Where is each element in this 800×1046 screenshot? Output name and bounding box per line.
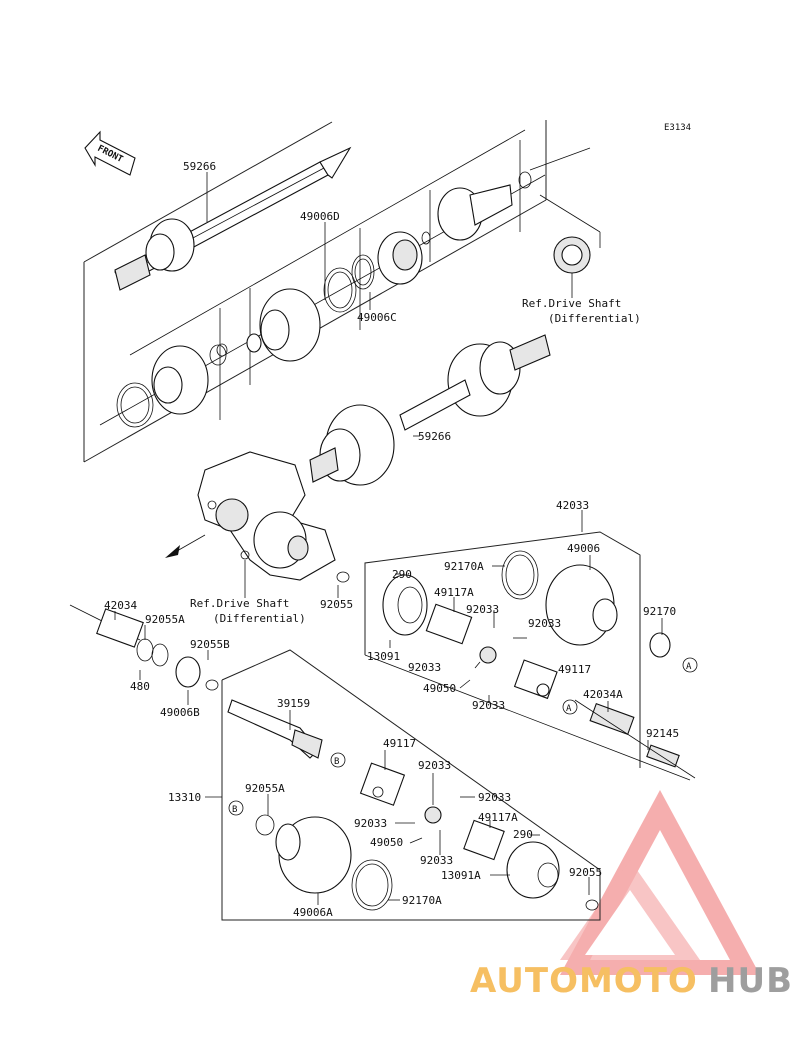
part-label: 92033 — [478, 791, 511, 804]
part-label: 92055 — [569, 866, 602, 879]
drive-shaft-59266-upper — [114, 146, 352, 291]
lower-assembly-frame — [221, 649, 601, 921]
ref-label-upper-line2: (Differential) — [548, 312, 641, 325]
ref-label-lower: Ref.Drive Shaft (Differential) — [190, 560, 306, 625]
part-label: 49117A — [478, 811, 518, 824]
ref-label-lower-line1: Ref.Drive Shaft — [190, 597, 289, 610]
cv-housing-13091 — [205, 550, 671, 700]
part-label: 49050 — [423, 682, 456, 695]
cv-joint-cluster-upper — [377, 171, 532, 285]
part-label: 49006D — [300, 210, 340, 223]
boot-49006d — [246, 254, 375, 362]
part-label: 92145 — [646, 727, 679, 740]
part-label: 92033 — [420, 854, 453, 867]
right-inner-assembly-frame — [364, 531, 691, 781]
part-label: 92033 — [418, 759, 451, 772]
part-label: 13091A — [441, 869, 481, 882]
part-label: 49006B — [160, 706, 200, 719]
part-label: 92055 — [320, 598, 353, 611]
part-label: 92033 — [528, 617, 561, 630]
leader-lines — [114, 172, 663, 905]
drive-shaft-59266-middle — [309, 334, 551, 486]
boot-lower-left — [116, 343, 228, 428]
part-label: 49117 — [558, 663, 591, 676]
part-label: 59266 — [418, 430, 451, 443]
callout-letter-a-1: A — [682, 657, 698, 673]
part-label: 42033 — [556, 499, 589, 512]
part-label: 92055A — [145, 613, 185, 626]
part-label: 59266 — [183, 160, 216, 173]
front-direction-arrow: FRONT — [84, 130, 136, 176]
shaft-39159 — [227, 699, 323, 759]
part-label: 92170A — [402, 894, 442, 907]
part-label: 92055B — [190, 638, 230, 651]
ref-label-upper-line1: Ref.Drive Shaft — [522, 297, 621, 310]
svg-text:B: B — [232, 805, 237, 815]
part-label: 92033 — [472, 699, 505, 712]
callout-letter-a-2: A — [562, 699, 578, 715]
watermark-logo: AUTOMOTO HUB — [470, 790, 793, 1001]
part-label: 49117A — [434, 586, 474, 599]
part-label: 290 — [513, 828, 533, 841]
callout-letter-b-1: B — [330, 752, 346, 768]
shaft-42034a — [574, 699, 696, 779]
part-label: 49006A — [293, 906, 333, 919]
part-label: 42034A — [583, 688, 623, 701]
svg-text:A: A — [686, 662, 692, 672]
part-labels: 59266 49006D 49006C 59266 42033 92170A 4… — [104, 160, 679, 919]
part-label: 92033 — [466, 603, 499, 616]
part-label: 480 — [130, 680, 150, 693]
part-label: 49006C — [357, 311, 397, 324]
part-label: 92170A — [444, 560, 484, 573]
svg-text:B: B — [334, 757, 339, 767]
boot-49006a — [255, 814, 599, 911]
part-label: 13310 — [168, 791, 201, 804]
part-label: 92033 — [354, 817, 387, 830]
diagram-code: E3134 — [664, 123, 691, 133]
watermark-word-hub: HUB — [708, 961, 793, 1001]
watermark-word-automoto: AUTOMOTO — [470, 961, 698, 1001]
part-label: 92055A — [245, 782, 285, 795]
yoke-49117-lower — [359, 762, 505, 861]
part-label: 42034 — [104, 599, 137, 612]
part-label: 49117 — [383, 737, 416, 750]
part-label: 13091 — [367, 650, 400, 663]
part-label: 39159 — [277, 697, 310, 710]
differential-gear-ref-upper — [529, 147, 601, 274]
part-label: 92170 — [643, 605, 676, 618]
sleeve-42034 — [69, 604, 201, 688]
part-label: 49050 — [370, 836, 403, 849]
differential-housing — [165, 451, 336, 581]
part-label: 49006 — [567, 542, 600, 555]
svg-text:A: A — [566, 704, 572, 714]
ref-label-upper: Ref.Drive Shaft (Differential) — [522, 273, 641, 325]
callout-letter-b-2: B — [228, 800, 244, 816]
part-label: 92033 — [408, 661, 441, 674]
ref-label-lower-line2: (Differential) — [213, 612, 306, 625]
part-label: 290 — [392, 568, 412, 581]
